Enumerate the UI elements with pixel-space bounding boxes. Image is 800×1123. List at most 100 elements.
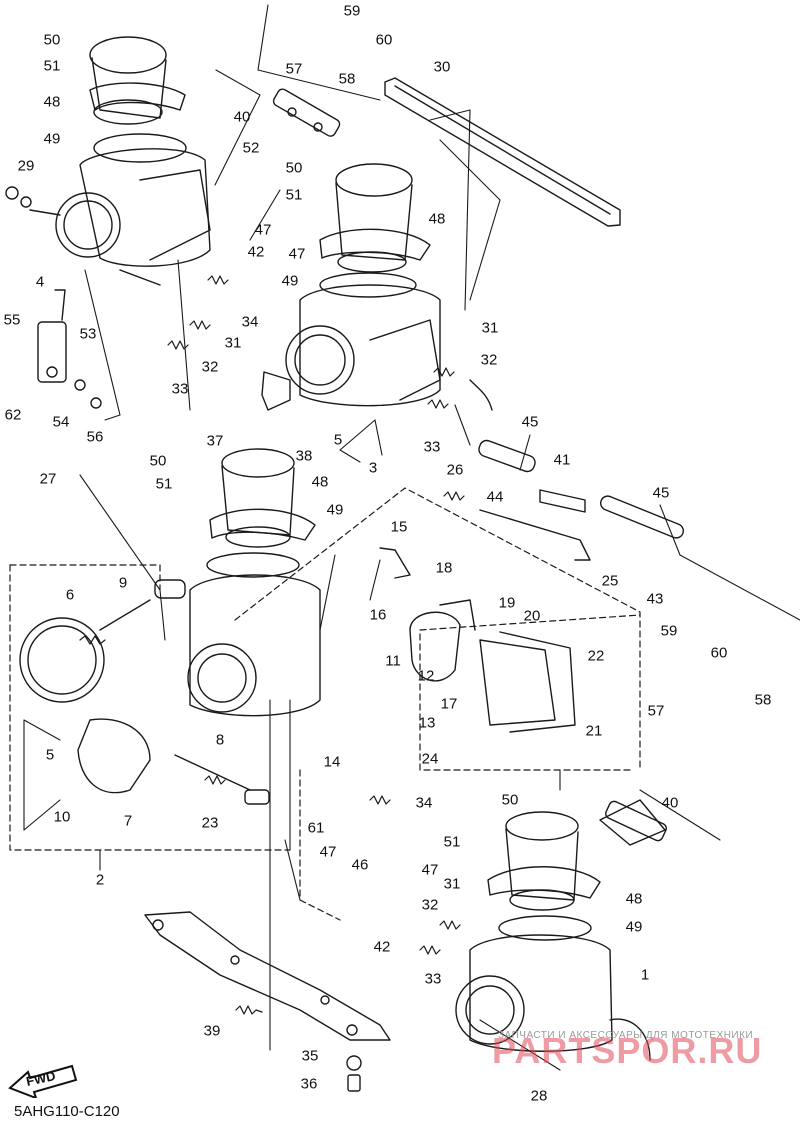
- part-callout-17: 17: [440, 695, 458, 713]
- part-callout-31: 31: [481, 319, 499, 337]
- throttle-linkage-bracket: [144, 911, 391, 1041]
- part-callout-46: 46: [351, 856, 369, 874]
- part-callout-26: 26: [446, 461, 464, 479]
- part-callout-50: 50: [285, 159, 303, 177]
- part-callout-58: 58: [338, 70, 356, 88]
- part-callout-34: 34: [415, 794, 433, 812]
- part-callout-22: 22: [587, 647, 605, 665]
- carburetor-1: [455, 799, 666, 1061]
- part-callout-45: 45: [652, 484, 670, 502]
- part-callout-51: 51: [155, 475, 173, 493]
- part-callout-14: 14: [323, 753, 341, 771]
- carburetor-2: [19, 448, 321, 805]
- part-callout-49: 49: [625, 918, 643, 936]
- part-callout-27: 27: [39, 470, 57, 488]
- part-callout-50: 50: [43, 31, 61, 49]
- part-callout-9: 9: [118, 574, 128, 592]
- part-callout-32: 32: [480, 351, 498, 369]
- part-callout-57: 57: [285, 60, 303, 78]
- part-callout-36: 36: [300, 1075, 318, 1093]
- part-callout-2: 2: [95, 871, 105, 889]
- forward-direction-arrow-icon: [8, 1064, 78, 1098]
- part-callout-47: 47: [288, 245, 306, 263]
- part-callout-31: 31: [224, 334, 242, 352]
- part-callout-48: 48: [43, 93, 61, 111]
- part-callout-32: 32: [421, 896, 439, 914]
- diagram-code: 5AHG110-C120: [14, 1103, 120, 1120]
- part-callout-60: 60: [375, 31, 393, 49]
- part-callout-49: 49: [326, 501, 344, 519]
- carburetor-3: [261, 163, 441, 411]
- part-callout-60: 60: [710, 644, 728, 662]
- part-callout-38: 38: [295, 447, 313, 465]
- part-callout-48: 48: [428, 210, 446, 228]
- part-callout-43: 43: [646, 590, 664, 608]
- part-callout-23: 23: [201, 814, 219, 832]
- part-callout-39: 39: [203, 1022, 221, 1040]
- part-callout-37: 37: [206, 432, 224, 450]
- part-callout-24: 24: [421, 750, 439, 768]
- part-callout-57: 57: [647, 702, 665, 720]
- part-callout-50: 50: [501, 791, 519, 809]
- part-callout-51: 51: [285, 186, 303, 204]
- part-callout-33: 33: [424, 970, 442, 988]
- fuel-joint-top: [272, 88, 341, 137]
- part-callout-51: 51: [443, 833, 461, 851]
- part-callout-47: 47: [319, 843, 337, 861]
- part-callout-42: 42: [247, 243, 265, 261]
- part-callout-49: 49: [43, 130, 61, 148]
- part-callout-5: 5: [333, 431, 343, 449]
- part-callout-53: 53: [79, 325, 97, 343]
- part-callout-6: 6: [65, 586, 75, 604]
- part-callout-48: 48: [625, 890, 643, 908]
- part-callout-52: 52: [242, 139, 260, 157]
- connecting-rail: [384, 77, 621, 227]
- part-callout-8: 8: [215, 731, 225, 749]
- part-callout-42: 42: [373, 938, 391, 956]
- part-callout-59: 59: [660, 622, 678, 640]
- part-callout-5: 5: [45, 746, 55, 764]
- part-callout-16: 16: [369, 606, 387, 624]
- part-callout-44: 44: [486, 488, 504, 506]
- fuel-hoses: [469, 379, 685, 561]
- cover-parts: [379, 547, 576, 733]
- part-callout-33: 33: [423, 438, 441, 456]
- part-callout-47: 47: [421, 861, 439, 879]
- part-callout-29: 29: [17, 157, 35, 175]
- part-callout-12: 12: [417, 667, 435, 685]
- watermark-tagline: ЗАПЧАСТИ И АКСЕССУАРЫ ДЛЯ МОТОТЕХНИКИ: [498, 1030, 754, 1041]
- part-callout-10: 10: [53, 808, 71, 826]
- part-callout-47: 47: [254, 221, 272, 239]
- part-callout-51: 51: [43, 57, 61, 75]
- part-callout-35: 35: [301, 1047, 319, 1065]
- part-callout-54: 54: [52, 413, 70, 431]
- part-callout-58: 58: [754, 691, 772, 709]
- part-callout-41: 41: [553, 451, 571, 469]
- watermark-brand: PARTSPOR.RU: [492, 1030, 763, 1071]
- part-callout-31: 31: [443, 875, 461, 893]
- part-callout-48: 48: [311, 473, 329, 491]
- part-callout-59: 59: [343, 2, 361, 20]
- part-callout-34: 34: [241, 313, 259, 331]
- part-callout-61: 61: [307, 819, 325, 837]
- part-callout-28: 28: [530, 1087, 548, 1105]
- part-callout-3: 3: [368, 459, 378, 477]
- part-callout-11: 11: [385, 652, 401, 670]
- carburetor-4: [29, 36, 211, 286]
- part-callout-20: 20: [523, 607, 541, 625]
- part-callout-18: 18: [435, 559, 453, 577]
- part-callout-40: 40: [233, 108, 251, 126]
- leader-lines: [23, 4, 800, 1071]
- part-callout-32: 32: [201, 358, 219, 376]
- part-callout-4: 4: [35, 273, 45, 291]
- springs: [79, 275, 465, 1015]
- part-callout-40: 40: [661, 794, 679, 812]
- part-callout-50: 50: [149, 452, 167, 470]
- part-callout-62: 62: [4, 406, 22, 424]
- part-callout-33: 33: [171, 380, 189, 398]
- part-callout-30: 30: [433, 58, 451, 76]
- part-callout-1: 1: [640, 966, 650, 984]
- part-callout-15: 15: [390, 518, 408, 536]
- part-callout-56: 56: [86, 428, 104, 446]
